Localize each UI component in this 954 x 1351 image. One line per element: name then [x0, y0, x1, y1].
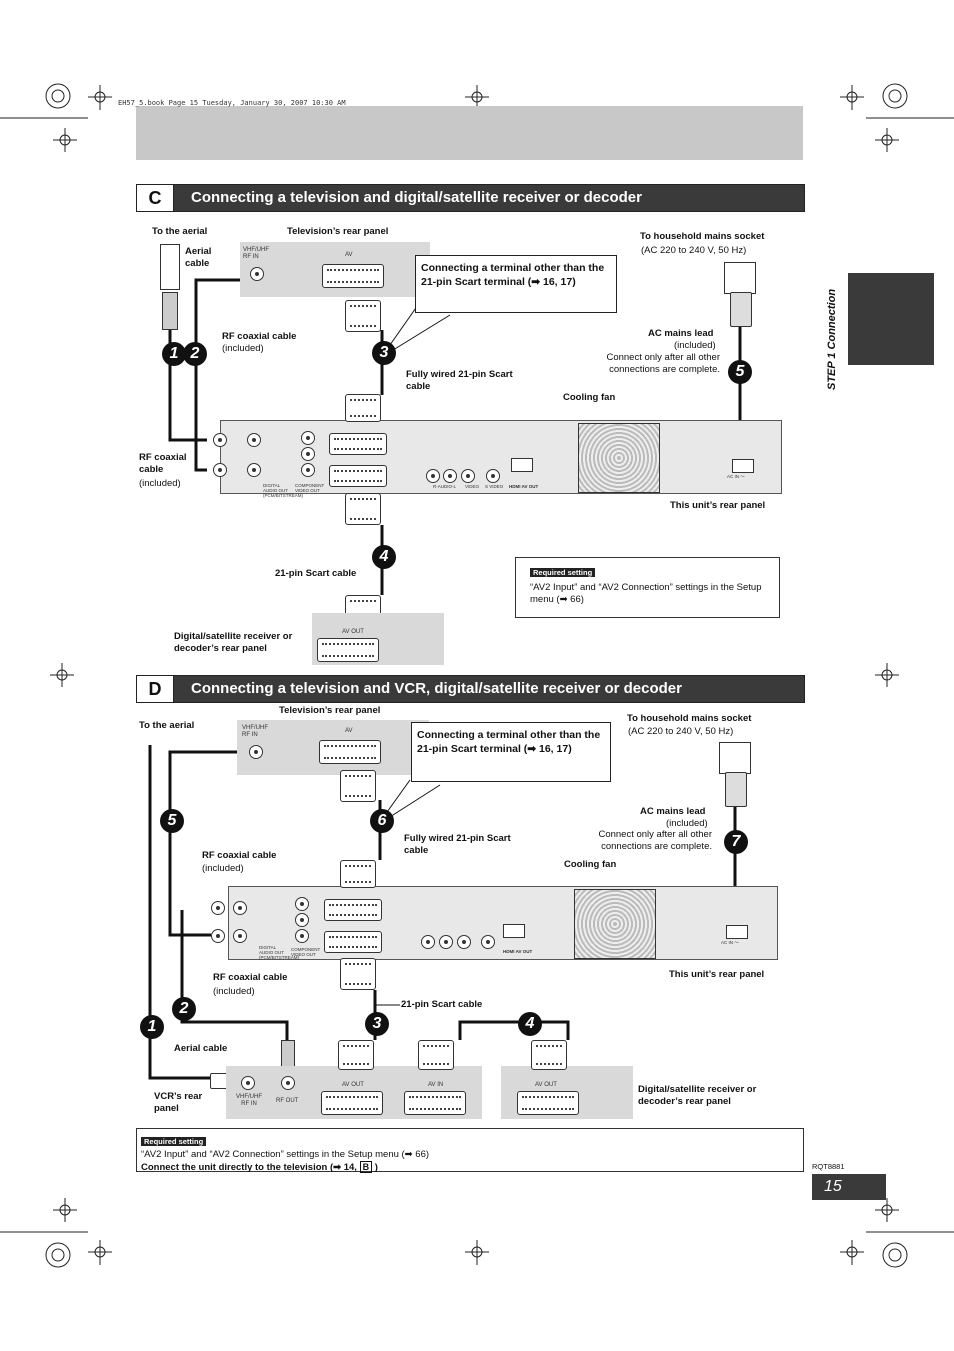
c-scart-21pin: 21-pin Scart cable — [275, 568, 357, 579]
c-ac-note: Connect only after all other connections… — [606, 352, 720, 375]
c-step-1: 1 — [162, 342, 186, 366]
c-tv-rf-jack — [250, 267, 264, 281]
d-to-aerial: To the aerial — [139, 720, 195, 731]
d-rf-cable-2-label: RF coaxial cable — [213, 972, 288, 983]
c-this-unit: This unit’s rear panel — [670, 500, 766, 511]
d-aerial-cable: Aerial cable — [174, 1043, 228, 1054]
c-unit-hdmi — [511, 458, 533, 472]
d-mains-socket — [719, 742, 751, 774]
c-unit-av1 — [329, 433, 387, 455]
d-step-7: 7 — [724, 830, 748, 854]
d-rf-cable-included: (included) — [202, 863, 244, 874]
page-number: 15 — [824, 1178, 842, 1195]
d-to-mains: To household mains socket — [627, 713, 752, 724]
section-c-letter: C — [137, 185, 174, 211]
d-rf-cable-2-included: (included) — [213, 986, 255, 997]
section-d-letter: D — [137, 676, 174, 702]
d-cooling-fan-grille — [574, 889, 656, 959]
d-step-6: 6 — [370, 809, 394, 833]
c-mains-spec: (AC 220 to 240 V, 50 Hz) — [641, 245, 747, 256]
side-tab — [848, 273, 934, 365]
d-ac-mains-lead: AC mains lead — [640, 806, 706, 817]
c-mains-plug — [730, 292, 752, 327]
section-d-title: Connecting a television and VCR, digital… — [191, 680, 682, 697]
c-tv-panel: VHF/UHF RF IN AV — [240, 242, 430, 297]
d-step-4: 4 — [518, 1012, 542, 1036]
c-ac-included: (included) — [674, 340, 716, 351]
d-fully-wired: Fully wired 21-pin Scart cable — [404, 833, 511, 856]
c-cooling-fan: Cooling fan — [563, 392, 616, 403]
d-tv-rear-panel: Television’s rear panel — [279, 705, 381, 716]
c-tv-rear-panel: Television’s rear panel — [287, 226, 389, 237]
c-unit-av2 — [329, 465, 387, 487]
d-step-2: 2 — [172, 997, 196, 1021]
c-fully-wired: Fully wired 21-pin Scart cable — [406, 369, 513, 392]
d-ac-note: Connect only after all other connections… — [598, 829, 712, 852]
c-unit-rf-in — [247, 433, 261, 447]
c-receiver-panel: AV OUT — [312, 613, 444, 665]
page-number-tab: 15 — [812, 1174, 886, 1200]
c-unit-rear-panel: DIGITAL AUDIO OUT (PCM/BITSTREAM) COMPON… — [213, 420, 782, 498]
c-rf-cable-label: RF coaxial cable — [222, 331, 297, 342]
c-required-setting: Required setting “AV2 Input” and “AV2 Co… — [515, 557, 780, 618]
c-aerial-connector — [162, 292, 178, 330]
c-rf-cable-included: (included) — [222, 343, 264, 354]
c-step-3: 3 — [372, 341, 396, 365]
d-receiver-label: Digital/satellite receiver or decoder’s … — [638, 1084, 757, 1107]
d-cooling-fan: Cooling fan — [564, 859, 617, 870]
d-vcr-label: VCR’s rear panel — [154, 1091, 203, 1114]
d-tv-panel: VHF/UHF RF IN AV — [237, 720, 429, 775]
c-rf-cable-2-label: RF coaxial cable — [139, 452, 187, 475]
c-step-5: 5 — [728, 360, 752, 384]
d-step-3: 3 — [365, 1012, 389, 1036]
d-unit-rear-panel: DIGITAL AUDIO OUT (PCM/BITSTREAM) COMPON… — [211, 886, 778, 960]
c-to-mains: To household mains socket — [640, 231, 765, 242]
top-banner — [136, 106, 803, 160]
c-step-2: 2 — [183, 342, 207, 366]
c-unit-rf-out — [247, 463, 261, 477]
doc-code: RQT8881 — [812, 1162, 845, 1171]
d-receiver-panel: AV OUT — [501, 1066, 633, 1119]
c-callout: Connecting a terminal other than the 21-… — [415, 255, 617, 313]
c-to-aerial: To the aerial — [152, 226, 208, 237]
d-rf-cable-label: RF coaxial cable — [202, 850, 277, 861]
c-receiver-label: Digital/satellite receiver or decoder’s … — [174, 631, 293, 654]
c-rf-cable-2-included: (included) — [139, 478, 181, 489]
section-d-header: D Connecting a television and VCR, digit… — [136, 675, 805, 703]
d-step-5: 5 — [160, 809, 184, 833]
c-aerial-cable: Aerial cable — [185, 246, 212, 269]
section-c-title: Connecting a television and digital/sate… — [191, 189, 642, 206]
c-step-4: 4 — [372, 545, 396, 569]
section-c-header: C Connecting a television and digital/sa… — [136, 184, 805, 212]
d-step-1: 1 — [140, 1015, 164, 1039]
d-required-setting: Required setting “AV2 Input” and “AV2 Co… — [136, 1128, 804, 1173]
c-unit-ac-in — [732, 459, 754, 473]
d-mains-spec: (AC 220 to 240 V, 50 Hz) — [628, 726, 734, 737]
c-mains-socket — [724, 262, 756, 294]
d-callout: Connecting a terminal other than the 21-… — [411, 722, 611, 782]
c-scart-plug-top — [345, 300, 381, 332]
c-cooling-fan-grille — [578, 423, 660, 493]
c-ac-mains-lead: AC mains lead — [648, 328, 714, 339]
c-aerial-plug — [160, 244, 180, 290]
file-header: EH57_5.book Page 15 Tuesday, January 30,… — [118, 99, 346, 107]
c-tv-scart — [322, 264, 384, 288]
d-vcr-panel: VHF/UHF RF IN RF OUT AV OUT AV IN — [226, 1066, 482, 1119]
d-scart-21pin: 21-pin Scart cable — [401, 999, 483, 1010]
d-mains-plug — [725, 772, 747, 807]
d-this-unit: This unit’s rear panel — [669, 969, 765, 980]
d-ac-included: (included) — [666, 818, 708, 829]
